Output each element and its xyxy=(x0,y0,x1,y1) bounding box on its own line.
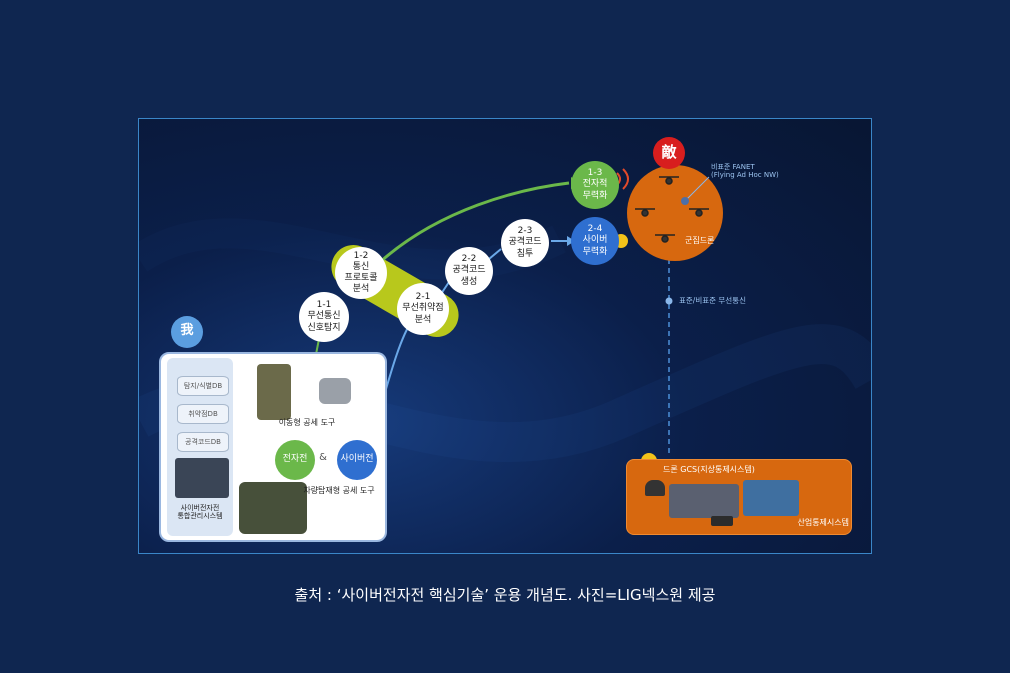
node-2-1: 2-1 무선취약점 분석 xyxy=(397,283,449,335)
industrial-facility-image xyxy=(743,480,799,516)
fanet-dot xyxy=(681,197,689,205)
satellite-dish-icon xyxy=(645,480,665,496)
wireless-link-label: 표준/비표준 무선통신 xyxy=(679,296,747,305)
figure-caption: 출처 : ‘사이버전자전 핵심기술’ 운용 개념도. 사진=LIG넥스원 제공 xyxy=(294,586,716,604)
node-1-1: 1-1 무선통신 신호탐지 xyxy=(299,292,349,342)
enemy-badge-circle xyxy=(653,137,685,169)
gcs-servers-image xyxy=(669,484,739,518)
fanet-pointer xyxy=(684,176,710,202)
vulnerability-db: 취약점DB xyxy=(177,404,229,424)
node-1-3: 1-3 전자적 무력화 xyxy=(571,161,619,209)
vehicle-image xyxy=(239,482,307,534)
control-room-image xyxy=(175,458,229,498)
drone-icon xyxy=(635,176,709,243)
ics-label: 산업통제시스템 xyxy=(797,518,849,527)
ew-circle: 전자전 xyxy=(275,440,315,480)
enemy-drone-label: 군집드론 xyxy=(685,236,715,245)
ampersand: & xyxy=(319,452,327,463)
node-2-2: 2-2 공격코드 생성 xyxy=(445,247,493,295)
enemy-swarm-circle xyxy=(627,165,723,261)
target-systems-box: 드론 GCS(지상통제시스템) 산업통제시스템 xyxy=(626,459,852,535)
database-column: 탐지/식별DB 취약점DB 공격코드DB 사이버전자전 통합관리시스템 xyxy=(167,358,233,536)
vehicle-tool-label: 차량탑재형 공세 도구 xyxy=(303,486,375,495)
link-dot xyxy=(665,297,673,305)
portable-drone-image xyxy=(319,378,351,404)
node-2-4: 2-4 사이버 무력화 xyxy=(571,217,619,265)
friendly-systems-panel: 탐지/식별DB 취약점DB 공격코드DB 사이버전자전 통합관리시스템 이동형 … xyxy=(159,352,387,542)
ew-path-arrow xyxy=(377,181,570,265)
soldier-jammer-image xyxy=(257,364,291,420)
concept-diagram: 敵 我 비표준 FANET (Flying Ad Hoc NW) 군집드론 표준… xyxy=(138,118,872,554)
gcs-label: 드론 GCS(지상통제시스템) xyxy=(663,465,755,474)
enemy-badge: 敵 xyxy=(661,143,677,161)
mobile-tool-label: 이동형 공세 도구 xyxy=(278,418,336,427)
fanet-label: 비표준 FANET (Flying Ad Hoc NW) xyxy=(711,163,779,180)
friendly-badge: 我 xyxy=(180,323,194,338)
detection-db: 탐지/식별DB xyxy=(177,376,229,396)
laptop-icon xyxy=(711,516,733,526)
attack-code-db: 공격코드DB xyxy=(177,432,229,452)
node-1-2: 1-2 통신 프로토콜 분석 xyxy=(335,247,387,299)
friendly-badge-circle xyxy=(171,316,203,348)
cyber-circle: 사이버전 xyxy=(337,440,377,480)
cyber-link-2 xyxy=(488,248,502,260)
integrated-system-label: 사이버전자전 통합관리시스템 xyxy=(177,504,223,521)
node-2-3: 2-3 공격코드 침투 xyxy=(501,219,549,267)
